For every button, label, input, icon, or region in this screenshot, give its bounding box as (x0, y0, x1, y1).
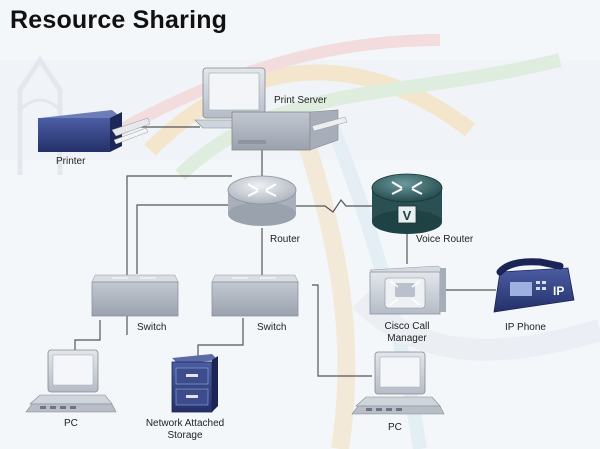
ip-phone-label: IP Phone (505, 322, 546, 333)
nas-label: Network Attached Storage (140, 418, 230, 442)
pc-left-label: PC (64, 418, 78, 429)
router-icon (227, 175, 297, 226)
call-manager-label-line2: Manager (387, 333, 427, 344)
call-manager-icon (369, 265, 447, 315)
switch-icon-right (211, 274, 299, 317)
voice-router-glyph: V (403, 208, 412, 223)
switch-icon-left (91, 274, 179, 317)
link-switch-nas (197, 318, 244, 360)
link-bus-left-inner (136, 204, 232, 274)
router-label: Router (270, 234, 301, 245)
link-router-voice (296, 198, 372, 213)
pc-right-label: PC (388, 422, 402, 433)
voice-router-label: Voice Router (416, 234, 474, 245)
ip-phone-icon: IP (493, 258, 575, 313)
printer-icon (38, 110, 151, 152)
nas-label-line1: Network Attached (145, 418, 225, 429)
link-switch-pc-right (312, 284, 372, 377)
call-manager-label-line1: Cisco Call (384, 321, 430, 332)
page-title: Resource Sharing (10, 6, 228, 34)
pc-icon-right (351, 351, 445, 415)
pc-icon-left (25, 349, 117, 413)
switch-right-label: Switch (257, 322, 287, 333)
print-server-icon (194, 67, 348, 151)
print-server-label: Print Server (274, 95, 327, 106)
voice-router-icon: V (371, 173, 443, 234)
ip-phone-glyph: IP (553, 284, 564, 298)
switch-left-label: Switch (137, 322, 167, 333)
file-cabinet-icon (171, 354, 218, 413)
nas-label-line2: Storage (167, 430, 203, 441)
call-manager-label: Cisco Call Manager (382, 321, 432, 345)
printer-label: Printer (56, 156, 86, 167)
